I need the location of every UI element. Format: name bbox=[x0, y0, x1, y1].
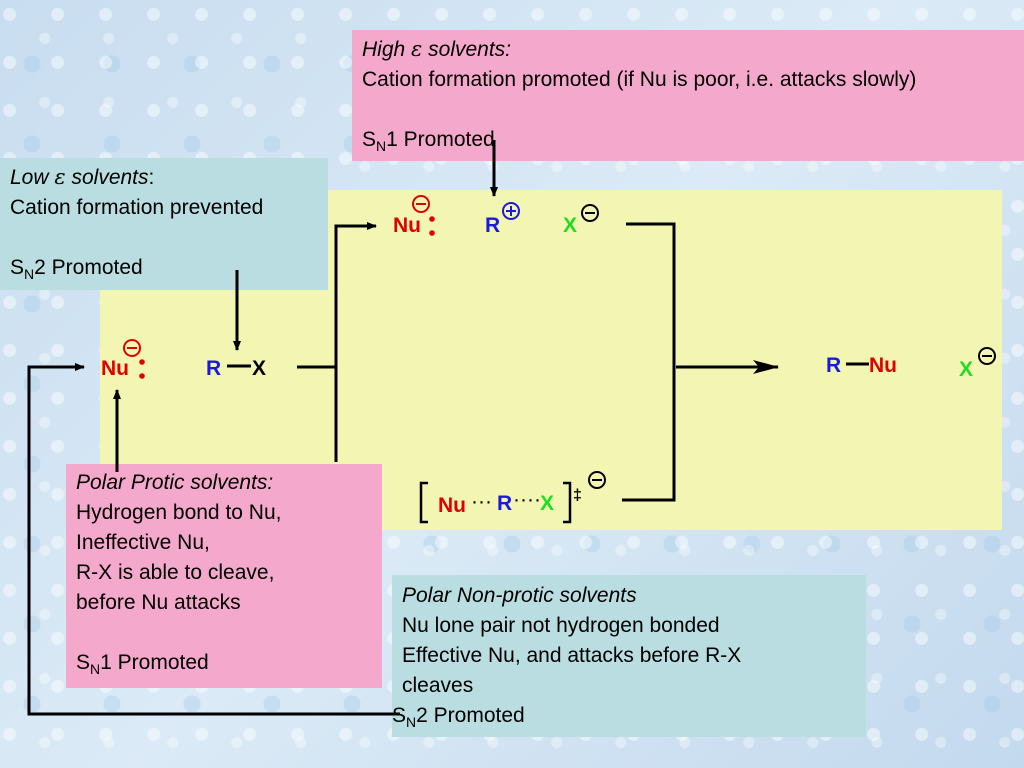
high-epsilon-line1: Cation formation promoted (if Nu is poor… bbox=[362, 68, 917, 91]
ts-carbon: R bbox=[497, 492, 513, 515]
product-leaving-group: X bbox=[959, 358, 974, 381]
polar-nonprotic-title: Polar Non-protic solvents bbox=[402, 584, 637, 607]
r-group-reactant: R bbox=[206, 357, 222, 380]
high-epsilon-title: High ε solvents: bbox=[362, 37, 512, 61]
polar-nonprotic-box: Polar Non-protic solvents Nu lone pair n… bbox=[392, 575, 866, 737]
polar-nonprotic-line1: Nu lone pair not hydrogen bonded bbox=[402, 614, 720, 637]
leaving-group-anion: X bbox=[563, 214, 578, 237]
polar-protic-box: Polar Protic solvents: Hydrogen bond to … bbox=[66, 464, 382, 688]
ts-nucleophile: Nu bbox=[438, 494, 466, 517]
polar-nonprotic-sn: SN2 Promoted bbox=[392, 704, 525, 730]
product-nu: Nu bbox=[869, 354, 897, 377]
product-r: R bbox=[826, 354, 842, 377]
low-epsilon-sn: SN2 Promoted bbox=[10, 256, 143, 282]
nucleophile-reactant: Nu bbox=[101, 357, 129, 380]
polar-protic-sn: SN1 Promoted bbox=[76, 651, 209, 677]
polar-nonprotic-line3: cleaves bbox=[402, 674, 474, 697]
high-epsilon-box: High ε solvents: Cation formation promot… bbox=[352, 30, 1024, 161]
low-epsilon-box: Low ε solvents: Cation formation prevent… bbox=[0, 158, 328, 290]
ts-dots-1: ··· bbox=[471, 490, 492, 513]
polar-protic-line3: R-X is able to cleave, bbox=[76, 561, 275, 584]
polar-protic-line2: Ineffective Nu, bbox=[76, 531, 210, 554]
polar-protic-title: Polar Protic solvents: bbox=[76, 471, 274, 494]
ts-double-dagger: ‡ bbox=[573, 487, 582, 504]
x-group-reactant: X bbox=[252, 357, 267, 380]
nucleophile-ionized: Nu bbox=[393, 214, 421, 237]
polar-protic-line4: before Nu attacks bbox=[76, 591, 241, 614]
low-epsilon-line1: Cation formation prevented bbox=[10, 196, 264, 219]
polar-protic-line1: Hydrogen bond to Nu, bbox=[76, 501, 282, 524]
high-epsilon-sn: SN1 Promoted bbox=[362, 128, 495, 154]
low-epsilon-title: Low ε solvents: bbox=[10, 165, 155, 189]
carbocation: R bbox=[485, 214, 501, 237]
ts-leaving-group: X bbox=[540, 492, 555, 515]
polar-nonprotic-line2: Effective Nu, and attacks before R-X bbox=[402, 644, 742, 667]
ts-dots-2: ···· bbox=[513, 488, 541, 511]
